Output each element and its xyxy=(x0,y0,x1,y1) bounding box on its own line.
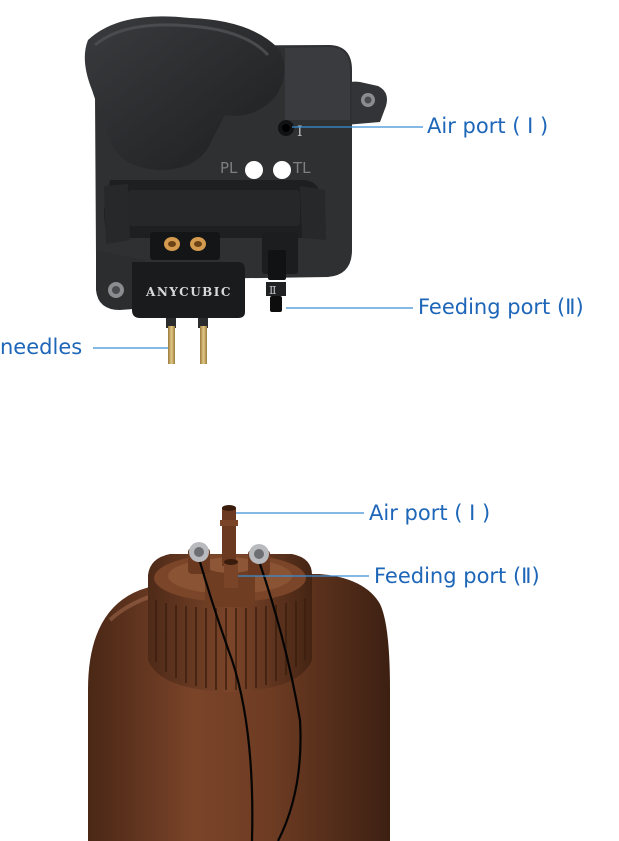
needles-label: needles xyxy=(0,335,83,359)
air-port-nozzle xyxy=(220,505,238,566)
air-port-label-bottom: Air port ( Ⅰ ) xyxy=(369,501,491,525)
tl-marking: TL xyxy=(292,159,311,177)
electrode-wire-right xyxy=(258,563,302,841)
needle-right xyxy=(200,326,207,364)
port-one-marking: Ⅰ xyxy=(297,124,303,140)
feeding-port-connector: Ⅱ xyxy=(262,232,298,312)
needle-pair xyxy=(166,318,208,364)
needle-left xyxy=(168,326,175,364)
feeding-port-label-bottom: Feeding port (Ⅱ) xyxy=(374,564,540,588)
reagent-bottle xyxy=(88,505,390,841)
feeding-port-nozzle xyxy=(224,559,238,588)
indicator-dot-left xyxy=(245,161,263,179)
indicator-dot-right xyxy=(273,161,291,179)
electrode-screw-right xyxy=(248,544,270,576)
pl-marking: PL xyxy=(220,159,238,177)
electrode-wire-left xyxy=(198,561,254,841)
sensor-module: Ⅰ PL TL ANYCUBIC Ⅱ xyxy=(84,16,387,364)
control-knob xyxy=(84,16,285,170)
brand-marking: ANYCUBIC xyxy=(145,285,232,299)
air-port-label-top: Air port ( Ⅰ ) xyxy=(427,114,549,138)
electrode-screw-left xyxy=(188,542,210,574)
port-two-marking: Ⅱ xyxy=(269,284,276,297)
feeding-port-label-top: Feeding port (Ⅱ) xyxy=(418,295,584,319)
